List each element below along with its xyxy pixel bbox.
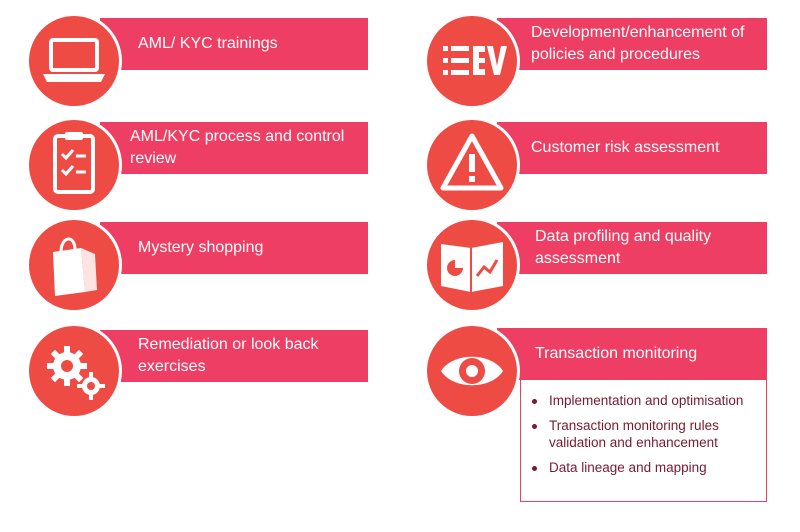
- eye-icon: [424, 323, 520, 419]
- service-label: Mystery shopping: [138, 239, 264, 256]
- service-label-bar: Mystery shopping: [100, 222, 368, 274]
- transaction-monitoring-list: Implementation and optimisation Transact…: [521, 392, 766, 476]
- clipboard-checklist-icon: [26, 117, 122, 213]
- service-label: Development/enhancement of policies and …: [531, 24, 745, 63]
- service-label: Customer risk assessment: [531, 139, 720, 156]
- report-chart-icon: [424, 217, 520, 313]
- service-label-bar: AML/ KYC trainings: [100, 18, 368, 70]
- service-label: Transaction monitoring: [535, 345, 698, 362]
- service-label: Remediation or look back exercises: [138, 336, 319, 375]
- checklist-icon: [424, 13, 520, 109]
- service-label-bar: Remediation or look back exercises: [100, 330, 368, 382]
- service-label: Data profiling and quality assessment: [535, 228, 712, 267]
- shopping-bag-icon: [26, 217, 122, 313]
- service-label: AML/KYC process and control review: [130, 128, 345, 167]
- list-item: Data lineage and mapping: [521, 459, 766, 476]
- warning-icon: [424, 117, 520, 213]
- service-label-bar: Development/enhancement of policies and …: [497, 18, 767, 70]
- service-label: AML/ KYC trainings: [138, 35, 278, 52]
- service-label-bar: Transaction monitoring: [497, 328, 767, 380]
- service-label-bar: AML/KYC process and control review: [100, 122, 368, 174]
- service-label-bar: Customer risk assessment: [497, 122, 767, 174]
- laptop-icon: [26, 13, 122, 109]
- gears-icon: [26, 323, 122, 419]
- service-label-bar: Data profiling and quality assessment: [497, 222, 767, 274]
- list-item: Implementation and optimisation: [521, 392, 766, 409]
- list-item: Transaction monitoring rules validation …: [521, 417, 766, 451]
- transaction-monitoring-details: Implementation and optimisation Transact…: [520, 380, 767, 502]
